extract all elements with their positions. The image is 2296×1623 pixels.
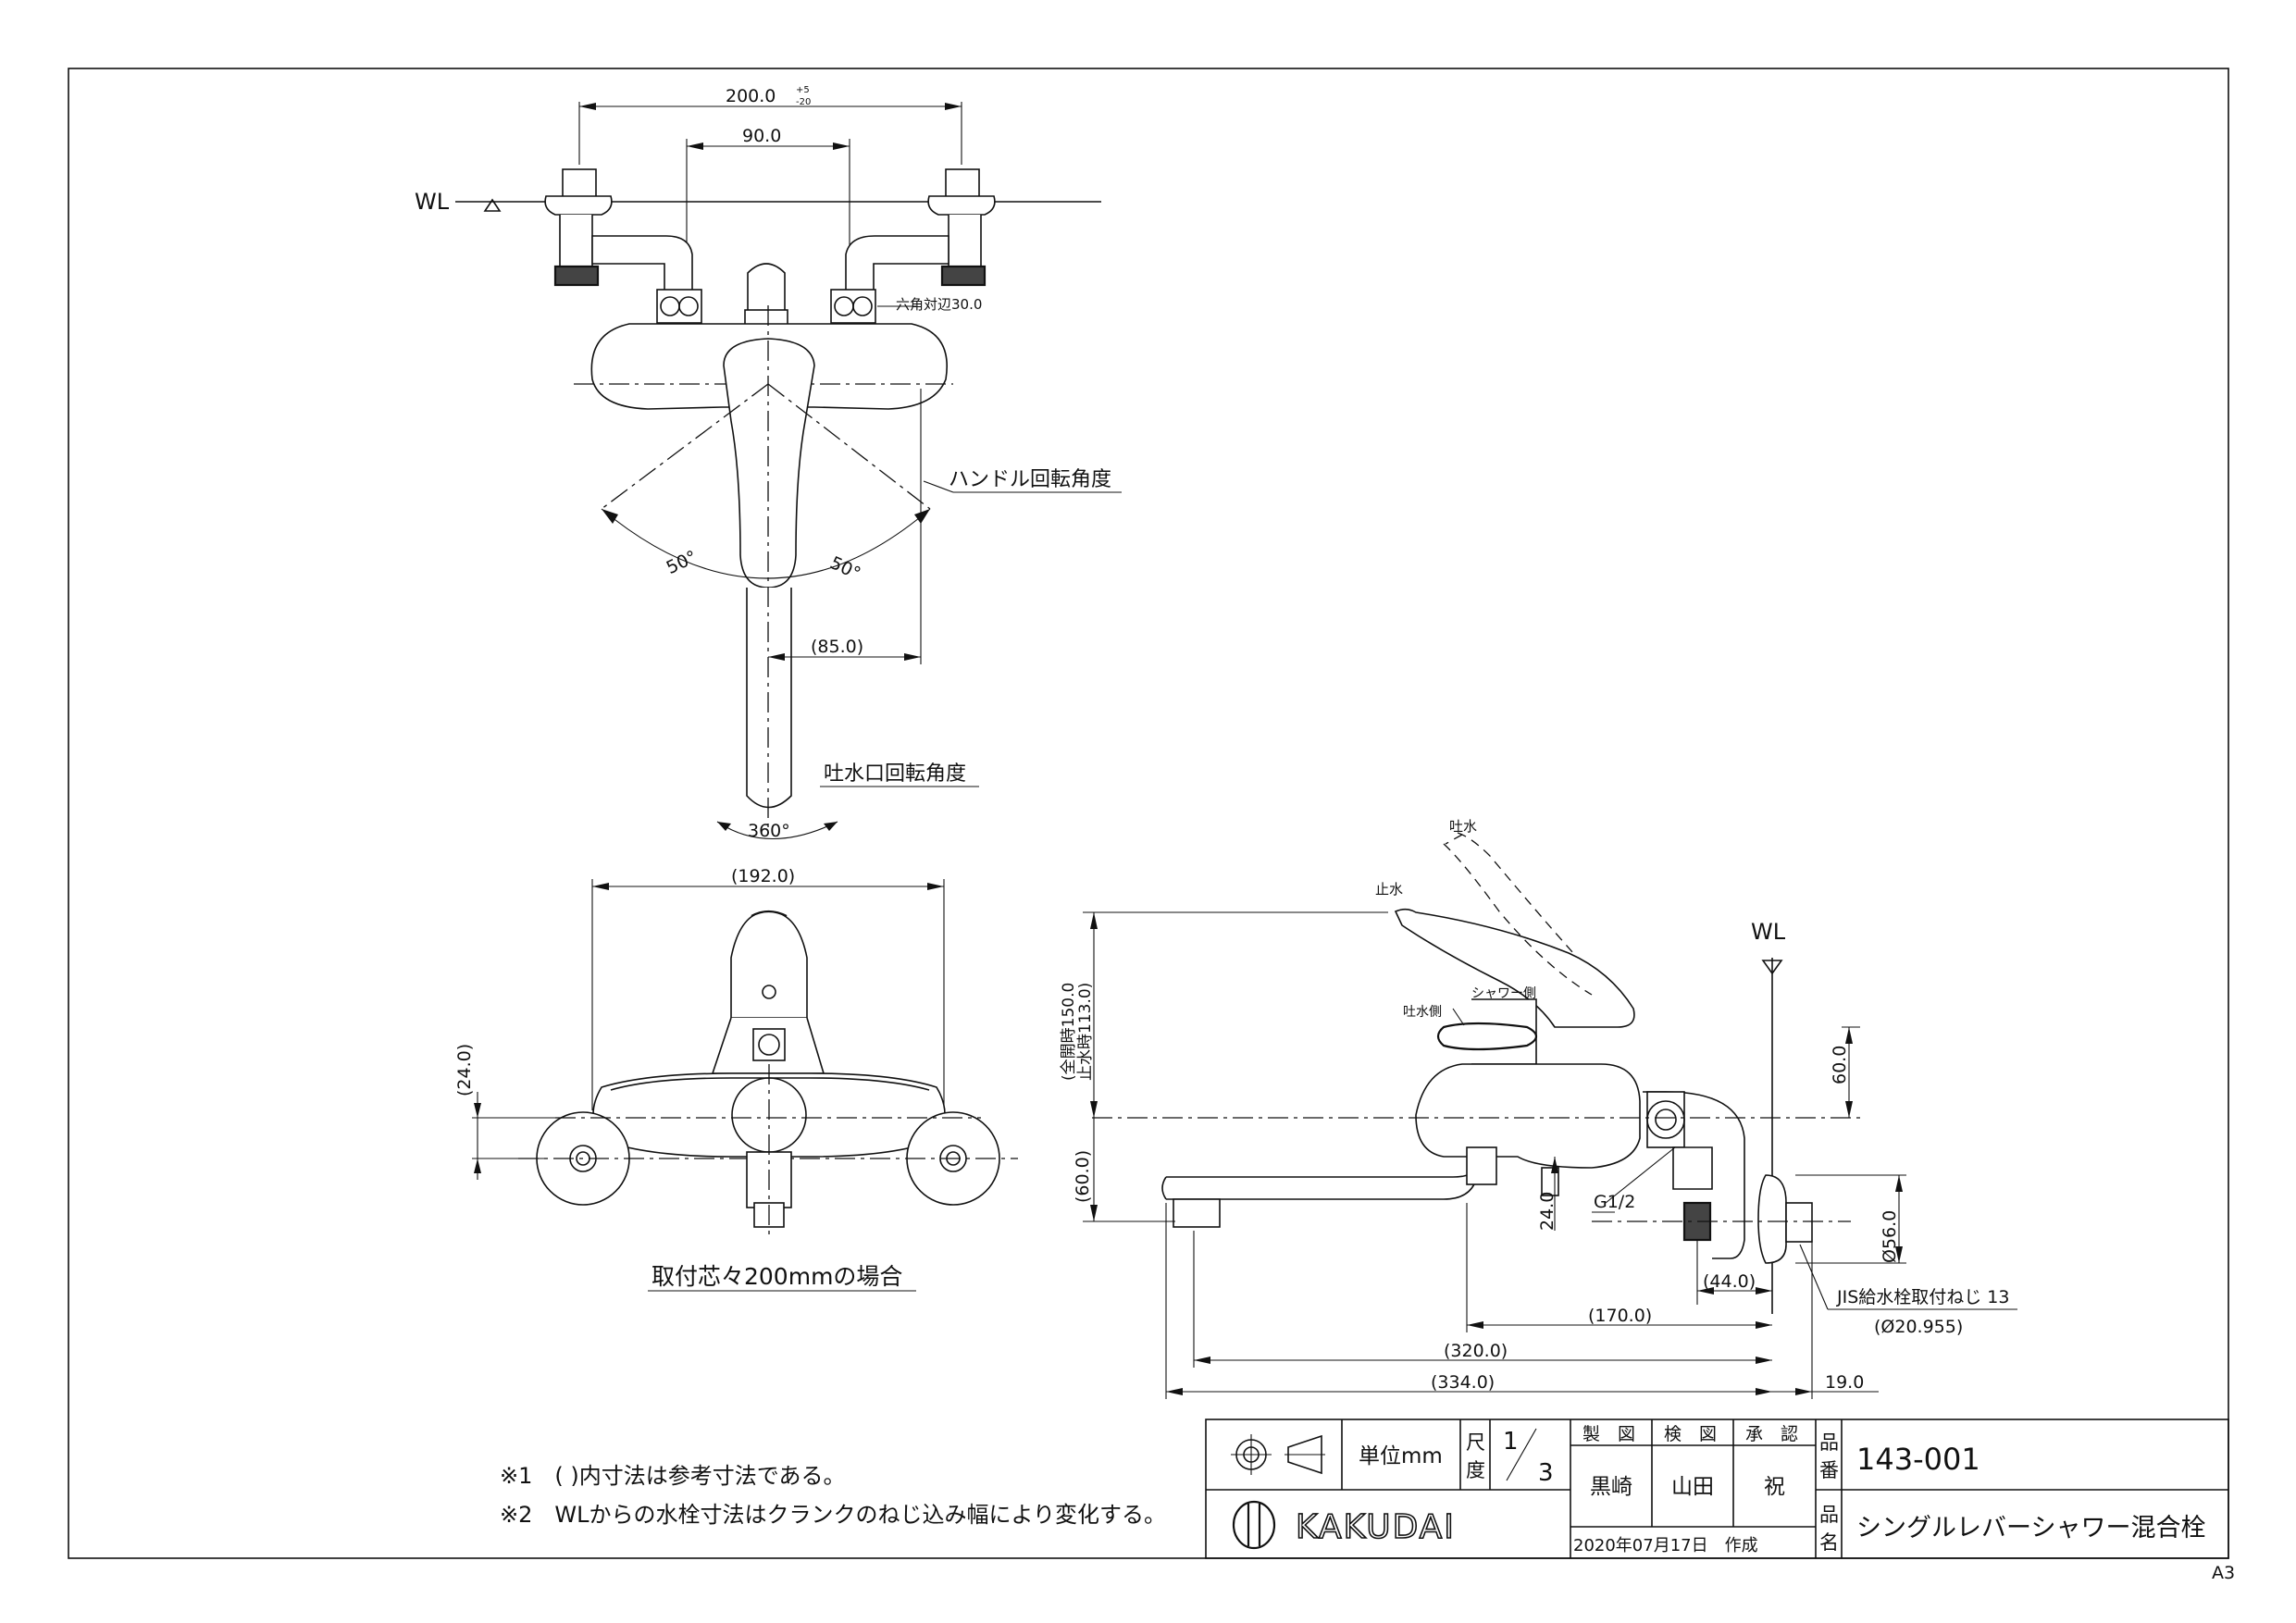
tohsui: 吐水 <box>1449 818 1477 835</box>
dim-19: 19.0 <box>1825 1372 1864 1393</box>
scale-den: 3 <box>1538 1459 1554 1487</box>
scale-label-a: 尺 <box>1466 1431 1485 1454</box>
part-no-label-b: 番 <box>1819 1459 1839 1481</box>
top-view: WL 200.0 +5 -20 90.0 <box>415 85 1122 841</box>
approved-by: 祝 <box>1764 1475 1785 1499</box>
scale-label-b: 度 <box>1466 1459 1485 1481</box>
dim-24-side: 24.0 <box>1537 1192 1558 1231</box>
dim-90: 90.0 <box>742 126 781 146</box>
dim-60-left: (60.0) <box>1073 1150 1093 1203</box>
dim-24-left: (24.0) <box>454 1044 475 1096</box>
checked-by: 山田 <box>1671 1475 1714 1499</box>
angle-left: 50° <box>664 547 701 578</box>
part-no: 143-001 <box>1856 1442 1980 1477</box>
date: 2020年07月17日 作成 <box>1573 1536 1758 1555</box>
side-view: WL 吐水 止水 シャワー側 吐水側 <box>1060 818 2017 1399</box>
mount-label: 取付芯々200mmの場合 <box>652 1263 902 1290</box>
h-drawn: 製 図 <box>1582 1424 1635 1444</box>
angle-right: 50° <box>827 552 864 584</box>
dim-320: (320.0) <box>1444 1341 1508 1361</box>
angle-360: 360° <box>748 821 790 841</box>
part-name: シングルレバーシャワー混合栓 <box>1856 1514 2205 1542</box>
g12: G1/2 <box>1594 1192 1635 1212</box>
wl-label-side: WL <box>1751 919 1786 945</box>
part-no-label-a: 品 <box>1819 1431 1839 1454</box>
shower-side: シャワー側 <box>1471 986 1536 1001</box>
jis-sub: (Ø20.955) <box>1874 1317 1963 1337</box>
dim-192: (192.0) <box>731 866 795 886</box>
dim-150-113-a: (全開時150.0 <box>1060 983 1078 1081</box>
jis-label: JIS給水栓取付ねじ 13 <box>1836 1287 2009 1307</box>
sheet-border <box>68 68 2229 1559</box>
note-1: ※1 ( )内寸法は参考寸法である。 <box>500 1463 846 1489</box>
drawn-by: 黒崎 <box>1590 1475 1632 1499</box>
dim-85: (85.0) <box>811 637 863 657</box>
logo-text: KAKUDAI <box>1296 1508 1456 1546</box>
dim-200-tol-lower: -20 <box>796 97 811 107</box>
spout-angle-label: 吐水口回転角度 <box>824 762 966 786</box>
dim-170: (170.0) <box>1588 1306 1652 1326</box>
projection-symbol <box>1231 1434 1325 1475</box>
kakudai-logo: KAKUDAI <box>1232 1500 1456 1550</box>
dim-44: (44.0) <box>1703 1271 1756 1292</box>
shisui: 止水 <box>1375 881 1403 898</box>
dim-200-tol-upper: +5 <box>796 85 810 95</box>
unit-label: 単位mm <box>1359 1444 1443 1468</box>
part-name-label-a: 品 <box>1819 1504 1839 1526</box>
h-checked: 検 図 <box>1664 1424 1717 1444</box>
handle-angle-label: ハンドル回転角度 <box>949 468 1111 491</box>
wl-label-top: WL <box>415 189 450 215</box>
title-block: 単位mm 尺 度 1 3 製 図 検 図 承 認 黒崎 山田 祝 2020年07… <box>1205 1419 2229 1559</box>
note-2: ※2 WLからの水栓寸法はクランクのねじ込み幅により変化する。 <box>500 1502 1166 1528</box>
sheet-size: A3 <box>2212 1563 2235 1583</box>
h-approved: 承 認 <box>1745 1424 1798 1444</box>
front-view: (192.0) (24.0) 取付芯々200mm <box>454 866 1018 1292</box>
spout-side: 吐水側 <box>1403 1005 1442 1020</box>
dim-150-113-b: 止水時113.0) <box>1076 983 1095 1081</box>
part-name-label-b: 名 <box>1819 1531 1839 1554</box>
dim-60-right: 60.0 <box>1830 1046 1850 1084</box>
dim-56: Ø56.0 <box>1880 1210 1900 1263</box>
dim-200: 200.0 <box>726 86 776 106</box>
scale-num: 1 <box>1503 1428 1519 1456</box>
dim-hex: 六角対辺30.0 <box>896 296 982 313</box>
dim-334: (334.0) <box>1431 1372 1495 1393</box>
